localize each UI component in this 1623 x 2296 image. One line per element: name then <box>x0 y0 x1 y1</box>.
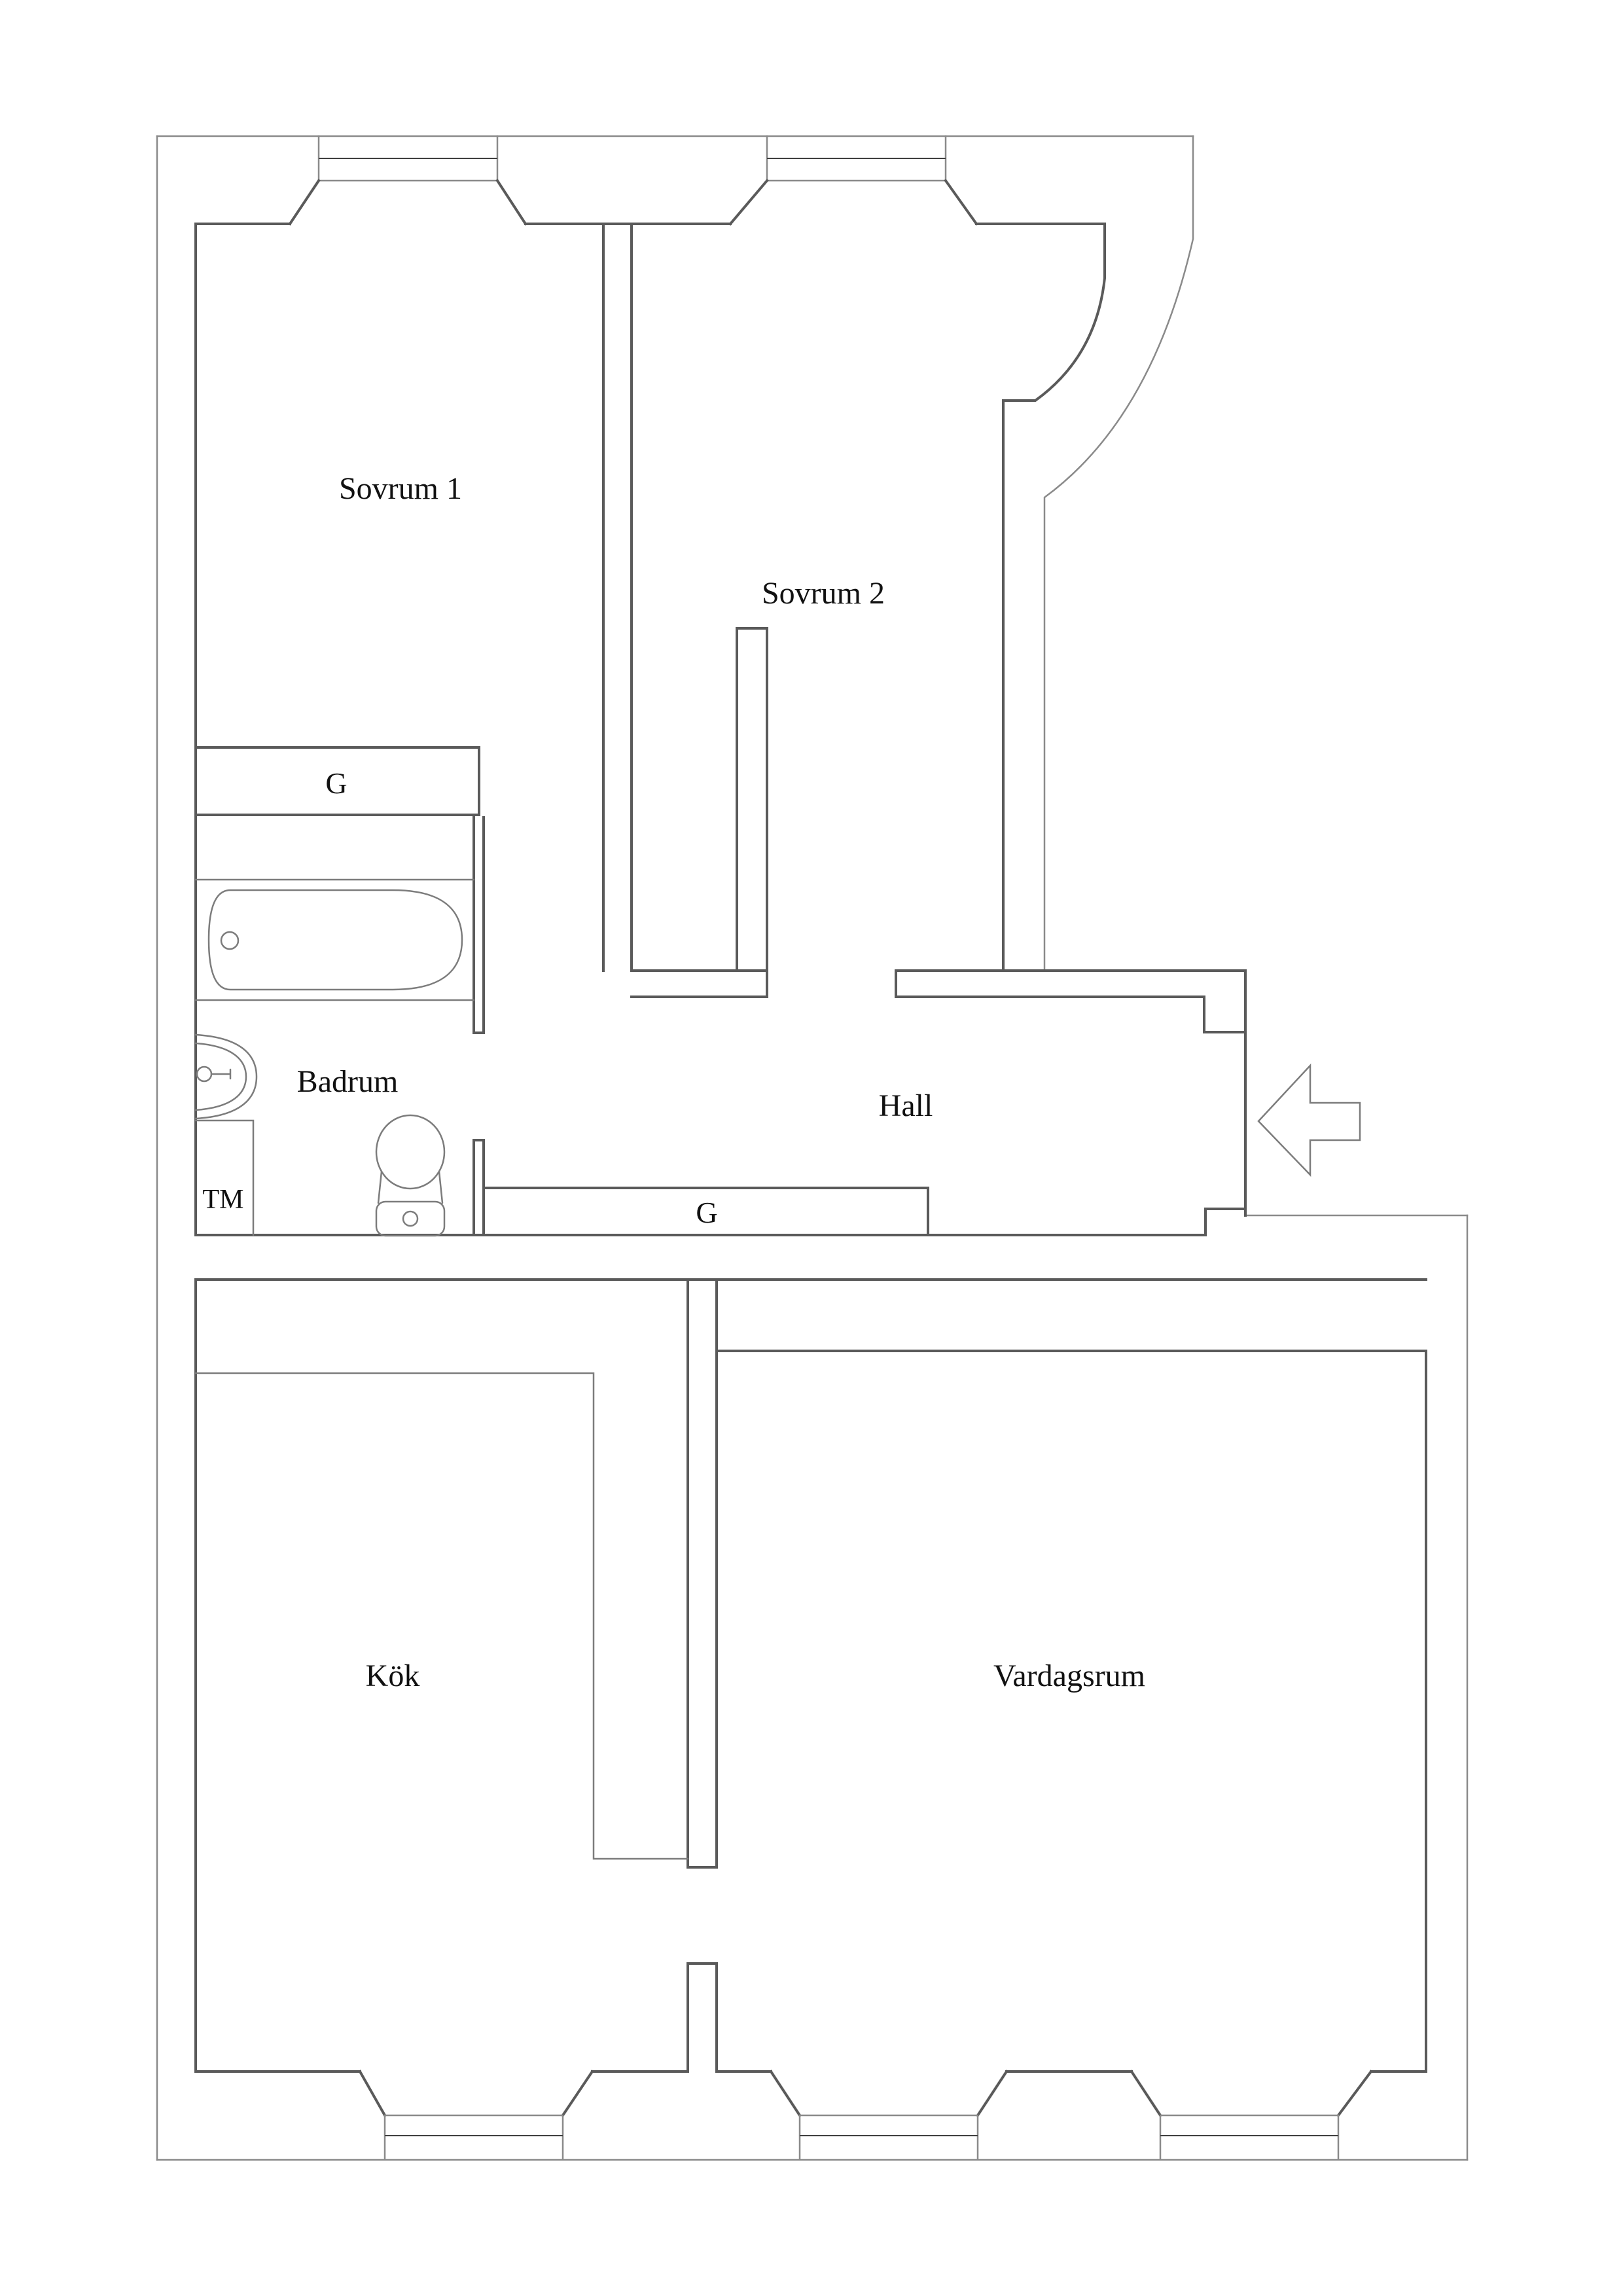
room-labels: Sovrum 1 Sovrum 2 Badrum Hall TM G G Kök… <box>203 471 1145 1693</box>
bathtub-icon <box>194 878 475 1001</box>
window-bay-vardagsrum-right <box>1130 2070 1373 2160</box>
kitchen-counter <box>194 1372 689 1860</box>
label-hall: Hall <box>879 1088 933 1123</box>
window-bay-kok <box>358 2070 594 2160</box>
closet-sovrum1 <box>194 746 480 816</box>
bedroom-walls <box>194 223 1247 1236</box>
outer-boundary <box>156 135 1469 2161</box>
label-hall-g: G <box>696 1196 717 1229</box>
label-vardagsrum: Vardagsrum <box>993 1659 1145 1693</box>
label-kok: Kök <box>366 1659 420 1693</box>
toilet-icon <box>375 1114 446 1237</box>
washing-machine-box <box>194 1119 255 1236</box>
sink-icon <box>194 1033 258 1120</box>
window-bay-sovrum2 <box>728 135 978 226</box>
label-closet-g: G <box>325 766 347 800</box>
entrance-arrow-icon <box>1257 1063 1361 1177</box>
label-badrum: Badrum <box>297 1064 399 1099</box>
hall-east-wall <box>1204 969 1247 1236</box>
label-tm: TM <box>203 1185 244 1215</box>
window-bay-sovrum1 <box>288 135 527 226</box>
south-zone-walls <box>194 1278 1427 2073</box>
kitchen-divider-wall <box>687 1278 718 2073</box>
label-sovrum2: Sovrum 2 <box>762 576 885 611</box>
window-bay-vardagsrum-left <box>769 2070 1008 2160</box>
label-sovrum1: Sovrum 1 <box>339 471 462 506</box>
bathroom-walls <box>194 816 1207 1236</box>
hall-wardrobe <box>482 1187 929 1236</box>
